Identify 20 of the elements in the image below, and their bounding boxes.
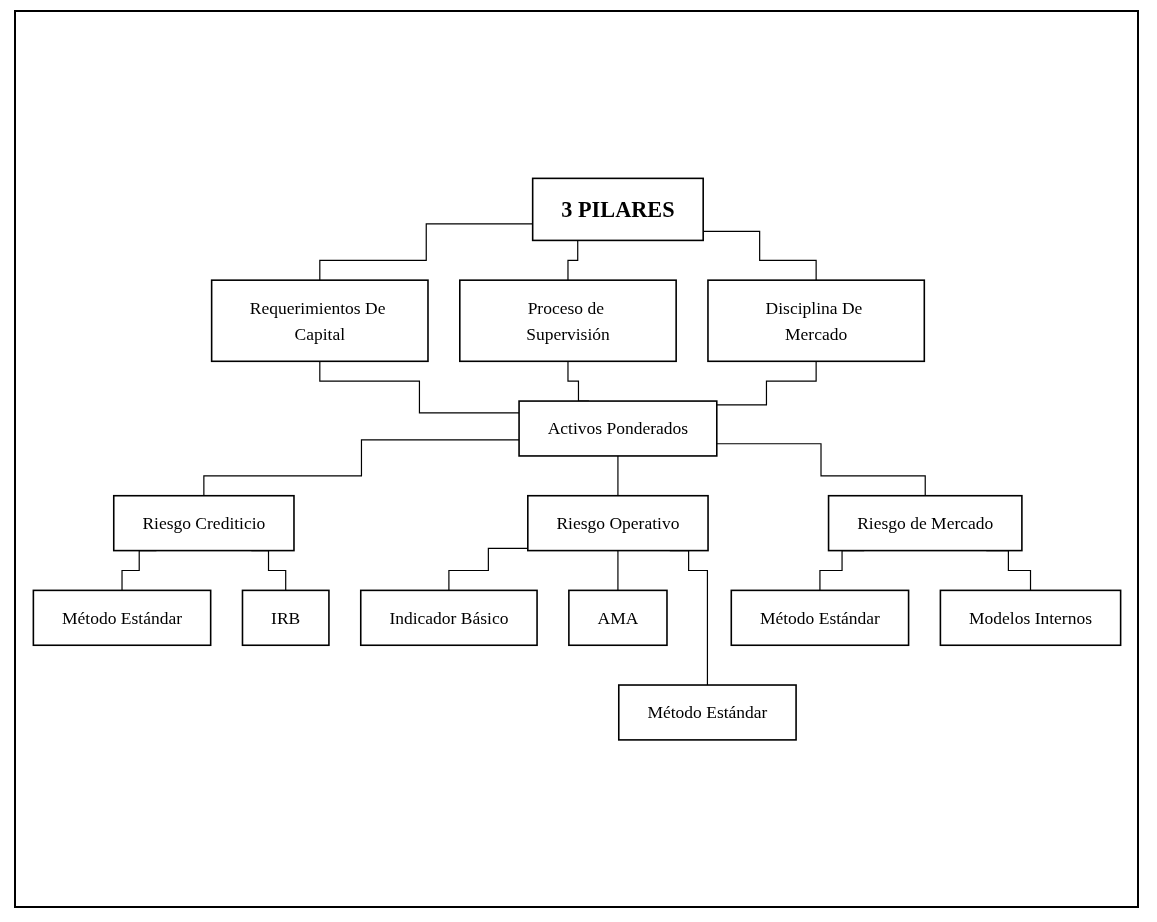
connector [616,549,619,591]
connector [318,223,533,281]
node-box: 3 PILARES [531,177,704,242]
node-box: Disciplina De Mercado [706,279,925,362]
connector [616,455,619,497]
node-box: IRB [241,589,330,646]
node-box: Riesgo Operativo [526,494,709,552]
node-box: Modelos Internos [939,589,1121,646]
node-box: Activos Ponderados [517,400,718,457]
node-box: Método Estándar [32,589,211,646]
node-box: AMA [567,589,668,646]
node-box: Método Estándar [730,589,909,646]
node-box: Método Estándar [617,684,797,741]
node-box: Indicador Básico [359,589,538,646]
connector [447,547,528,591]
node-box: Proceso de Supervisión [458,279,677,362]
node-box: Requerimientos De Capital [210,279,429,362]
connector [702,230,817,281]
node-box: Riesgo de Mercado [827,494,1023,552]
node-box: Riesgo Crediticio [112,494,295,552]
